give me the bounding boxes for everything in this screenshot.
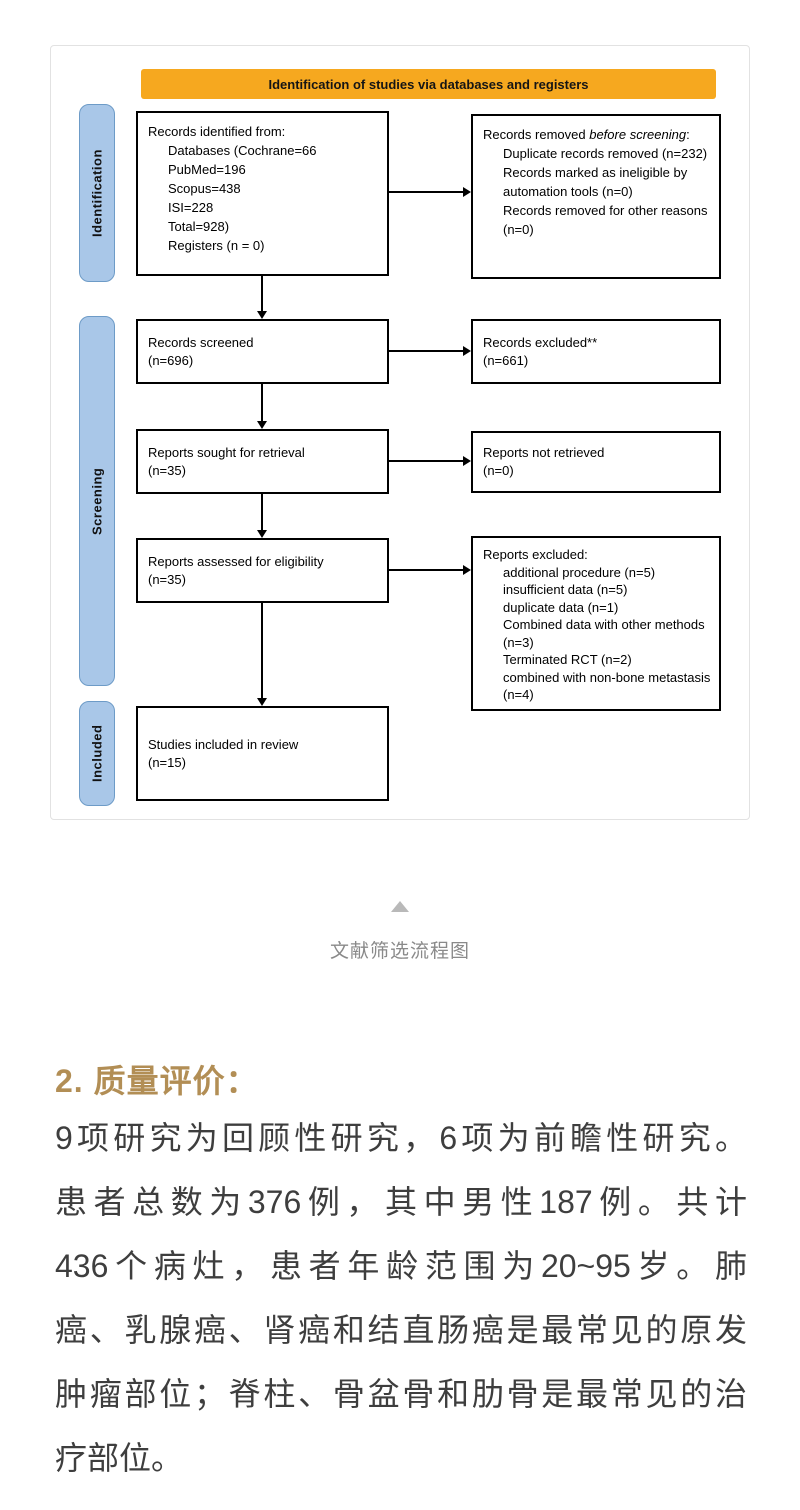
box-line: Databases (Cochrane=66 [168,143,317,158]
box-line: PubMed=196 [168,162,246,177]
box-reports-sought: Reports sought for retrieval (n=35) [136,429,389,494]
box-title-colon: : [686,127,690,142]
body-line: 9项研究为回顾性研究，6项为前瞻性研究。 [55,1120,747,1156]
box-line: Duplicate records removed (n=232) [503,146,708,161]
box-title: Records identified from: [148,124,286,139]
flow-arrow-down-2 [257,384,267,429]
flow-arrow-right-3 [389,456,471,466]
box-line: Records removed for other reasons (n=0) [503,203,708,237]
stage-label-screening: Screening [79,316,115,686]
stage-label-identification: Identification [79,104,115,282]
box-line: Records excluded** [483,334,598,350]
section-body: 9项研究为回顾性研究，6项为前瞻性研究。 患者总数为376例，其中男性187例。… [55,1106,747,1490]
box-line: Reports sought for retrieval [148,444,305,460]
box-line: Scopus=438 [168,181,241,196]
box-records-identified: Records identified from: Databases (Coch… [136,111,389,276]
stage-label-included: Included [79,701,115,806]
box-reports-not-retrieved: Reports not retrieved (n=0) [471,431,721,493]
box-title-text: Records removed [483,127,590,142]
box-line: (n=0) [483,463,514,478]
box-line: duplicate data (n=1) [503,599,619,615]
flow-arrow-down-3 [257,494,267,538]
section-heading: 2. 质量评价： [55,1063,259,1099]
box-line: Total=928) [168,219,230,234]
fold-up-triangle-icon [391,901,409,912]
box-records-excluded: Records excluded** (n=661) [471,319,721,384]
box-title: Reports excluded: [483,547,588,562]
box-line: combined with non-bone metastasis (n=4) [503,669,711,703]
figure-caption: 文献筛选流程图 [329,941,470,962]
body-line: 癌、乳腺癌、肾癌和结直肠癌是最常见的原发 [55,1312,747,1348]
flow-arrow-right-4 [389,565,471,575]
box-records-screened: Records screened (n=696) [136,319,389,384]
flow-arrow-down-1 [257,276,267,319]
prisma-flow-diagram: Identification of studies via databases … [50,45,750,820]
body-line: 436个病灶，患者年龄范围为20~95岁。肺 [55,1248,747,1284]
box-studies-included: Studies included in review (n=15) [136,706,389,801]
box-line: ISI=228 [168,200,214,215]
body-line: 疗部位。 [55,1440,184,1476]
box-line: Reports not retrieved [483,445,605,460]
box-line: Combined data with other methods (n=3) [503,617,705,650]
box-line: (n=15) [148,754,186,770]
box-line: (n=696) [148,352,194,368]
box-records-removed: Records removed before screening: Duplic… [471,114,721,279]
box-line: (n=35) [148,462,186,478]
box-line: insufficient data (n=5) [503,582,628,597]
box-line: (n=661) [483,352,529,368]
box-line: Terminated RCT (n=2) [503,652,632,667]
flow-arrow-down-4 [257,603,267,706]
body-line: 肿瘤部位；脊柱、骨盆骨和肋骨是最常见的治 [55,1376,747,1412]
flow-arrow-right-1 [389,187,471,197]
body-line: 患者总数为376例，其中男性187例。共计 [55,1184,747,1220]
box-line: additional procedure (n=5) [503,564,656,580]
box-line: Reports assessed for eligibility [148,553,324,569]
box-line: Records screened [148,334,254,350]
box-line: Registers (n = 0) [168,238,265,253]
box-reports-excluded: Reports excluded: additional procedure (… [471,536,721,711]
box-line: Studies included in review [148,736,299,752]
box-line: (n=35) [148,571,186,587]
flow-arrow-right-2 [389,346,471,356]
box-title: Records removed before screening: [483,125,711,144]
box-line: Records marked as ineligible by automati… [503,165,688,199]
box-reports-assessed: Reports assessed for eligibility (n=35) [136,538,389,603]
box-title-italic: before screening [589,127,687,142]
diagram-title-banner: Identification of studies via databases … [141,69,716,99]
